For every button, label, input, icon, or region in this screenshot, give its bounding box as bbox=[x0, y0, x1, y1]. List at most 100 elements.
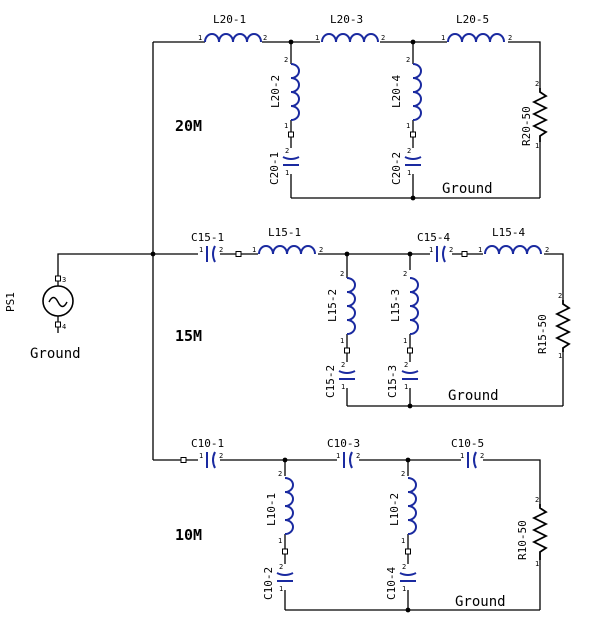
capacitor-icon bbox=[276, 572, 294, 576]
resistor-icon bbox=[531, 504, 549, 560]
component-label: L10-2 bbox=[388, 493, 401, 526]
capacitor-c10-3: 1 2 C10-3 bbox=[327, 437, 360, 469]
svg-text:1: 1 bbox=[460, 452, 464, 460]
svg-text:2: 2 bbox=[558, 292, 562, 300]
svg-text:2: 2 bbox=[404, 361, 408, 369]
signal-source-ps1: PS1 3 4 Ground bbox=[4, 276, 81, 362]
svg-text:2: 2 bbox=[285, 147, 289, 155]
svg-text:2: 2 bbox=[545, 246, 549, 254]
band-label-10m: 10M bbox=[175, 526, 202, 544]
svg-text:3: 3 bbox=[62, 276, 66, 284]
capacitor-icon bbox=[401, 370, 419, 374]
component-label: C15-4 bbox=[417, 231, 450, 244]
inductor-l10-1: 2 1 L10-1 bbox=[265, 470, 294, 545]
svg-text:1: 1 bbox=[401, 537, 405, 545]
svg-text:1: 1 bbox=[403, 337, 407, 345]
inductor-l15-4: 1 2 L15-4 bbox=[478, 226, 549, 255]
component-label: L20-3 bbox=[330, 13, 363, 26]
svg-text:2: 2 bbox=[407, 147, 411, 155]
svg-text:1: 1 bbox=[402, 585, 406, 593]
component-label: L20-5 bbox=[456, 13, 489, 26]
component-label: R15-50 bbox=[536, 314, 549, 354]
inductor-icon bbox=[321, 33, 379, 43]
component-label: L10-1 bbox=[265, 493, 278, 526]
component-label: L15-2 bbox=[326, 289, 339, 322]
inductor-l20-4: 2 1 L20-4 bbox=[390, 56, 422, 130]
inductor-icon bbox=[412, 63, 422, 121]
resistor-icon bbox=[554, 300, 572, 352]
svg-text:1: 1 bbox=[406, 122, 410, 130]
inductor-l20-2: 2 1 L20-2 bbox=[269, 56, 300, 130]
svg-text:1: 1 bbox=[198, 34, 202, 42]
svg-text:1: 1 bbox=[199, 452, 203, 460]
capacitor-c15-1: 1 2 C15-1 bbox=[191, 231, 224, 263]
component-label: L20-4 bbox=[390, 75, 403, 108]
inductor-l15-2: 2 1 L15-2 bbox=[326, 270, 356, 345]
svg-text:2: 2 bbox=[401, 470, 405, 478]
svg-text:1: 1 bbox=[404, 383, 408, 391]
svg-text:1: 1 bbox=[558, 352, 562, 360]
capacitor-c10-5: 1 2 C10-5 bbox=[451, 437, 484, 469]
svg-text:2: 2 bbox=[449, 246, 453, 254]
source-label: PS1 bbox=[4, 292, 17, 312]
capacitor-c15-2: 2 1 C15-2 bbox=[324, 361, 356, 398]
resistor-r20-50: 2 1 R20-50 bbox=[520, 80, 549, 150]
component-label: C20-1 bbox=[268, 152, 281, 185]
inductor-icon bbox=[258, 245, 316, 255]
svg-text:2: 2 bbox=[403, 270, 407, 278]
component-label: C15-2 bbox=[324, 365, 337, 398]
band-label-15m: 15M bbox=[175, 327, 202, 345]
source-ground-label: Ground bbox=[30, 346, 81, 362]
inductor-l20-1: 1 2 L20-1 bbox=[198, 13, 267, 43]
svg-text:2: 2 bbox=[340, 270, 344, 278]
svg-text:1: 1 bbox=[284, 122, 288, 130]
inductor-icon bbox=[346, 277, 356, 335]
svg-text:1: 1 bbox=[340, 337, 344, 345]
inductor-icon bbox=[284, 477, 294, 535]
svg-text:2: 2 bbox=[219, 452, 223, 460]
inductor-icon bbox=[484, 245, 542, 255]
component-label: C15-1 bbox=[191, 231, 224, 244]
component-label: R20-50 bbox=[520, 106, 533, 146]
component-label: R10-50 bbox=[516, 520, 529, 560]
svg-text:2: 2 bbox=[406, 56, 410, 64]
inductor-icon bbox=[447, 33, 505, 43]
component-label: C20-2 bbox=[390, 152, 403, 185]
capacitor-c15-3: 2 1 C15-3 bbox=[386, 361, 419, 398]
component-label: C10-3 bbox=[327, 437, 360, 450]
svg-text:1: 1 bbox=[279, 585, 283, 593]
svg-text:1: 1 bbox=[407, 169, 411, 177]
svg-text:2: 2 bbox=[402, 563, 406, 571]
inductor-l10-2: 2 1 L10-2 bbox=[388, 470, 417, 545]
inductor-icon bbox=[290, 63, 300, 121]
svg-text:1: 1 bbox=[315, 34, 319, 42]
capacitor-c10-4: 2 1 C10-4 bbox=[385, 563, 417, 600]
svg-text:1: 1 bbox=[478, 246, 482, 254]
ground-label-10m: Ground bbox=[455, 594, 506, 610]
component-label: C10-4 bbox=[385, 567, 398, 600]
svg-text:4: 4 bbox=[62, 323, 66, 331]
capacitor-c20-2: 2 1 C20-2 bbox=[390, 147, 422, 185]
inductor-l15-3: 2 1 L15-3 bbox=[389, 270, 419, 345]
component-label: L15-3 bbox=[389, 289, 402, 322]
svg-text:2: 2 bbox=[356, 452, 360, 460]
svg-text:1: 1 bbox=[341, 383, 345, 391]
capacitor-icon bbox=[338, 370, 356, 374]
svg-text:1: 1 bbox=[336, 452, 340, 460]
svg-text:2: 2 bbox=[341, 361, 345, 369]
svg-text:2: 2 bbox=[284, 56, 288, 64]
svg-text:1: 1 bbox=[441, 34, 445, 42]
svg-text:2: 2 bbox=[381, 34, 385, 42]
inductor-icon bbox=[204, 33, 262, 43]
ground-label-15m: Ground bbox=[448, 388, 499, 404]
component-label: C10-5 bbox=[451, 437, 484, 450]
svg-text:1: 1 bbox=[535, 560, 539, 568]
svg-text:2: 2 bbox=[279, 563, 283, 571]
inductor-icon bbox=[407, 477, 417, 535]
svg-text:1: 1 bbox=[285, 169, 289, 177]
svg-text:2: 2 bbox=[480, 452, 484, 460]
capacitor-c15-4: 1 2 C15-4 bbox=[417, 231, 453, 263]
svg-text:1: 1 bbox=[278, 537, 282, 545]
svg-text:1: 1 bbox=[429, 246, 433, 254]
